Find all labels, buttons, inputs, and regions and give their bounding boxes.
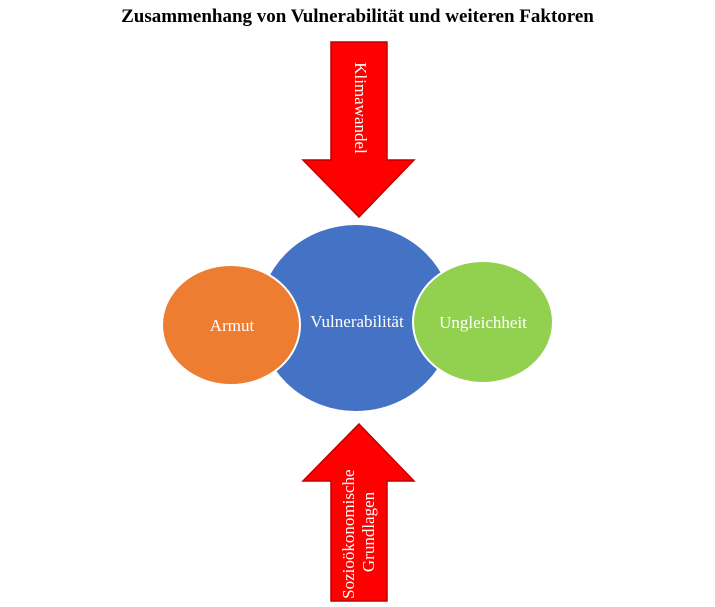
arrow-klimawandel: Klimawandel bbox=[301, 41, 416, 219]
arrow-bottom-label-line2: Grundlagen bbox=[359, 491, 378, 572]
circle-left-label: Armut bbox=[210, 316, 255, 335]
arrow-bottom-label-line1: Sozioökonomische bbox=[339, 469, 358, 598]
arrow-top-shape bbox=[301, 41, 416, 219]
circle-right-label: Ungleichheit bbox=[439, 313, 527, 332]
circle-right-shape bbox=[412, 260, 554, 384]
arrow-bottom-label: Sozioökonomische Grundlagen bbox=[339, 465, 378, 599]
circle-armut: Armut bbox=[161, 264, 301, 386]
circle-center-label: Vulnerabilität bbox=[310, 312, 404, 331]
circle-ungleichheit: Ungleichheit bbox=[412, 260, 554, 384]
arrow-bottom-shape bbox=[301, 422, 416, 602]
arrow-soziooekonomische-grundlagen: Sozioökonomische Grundlagen bbox=[301, 422, 416, 602]
circle-left-shape bbox=[161, 264, 301, 386]
arrow-top-label: Klimawandel bbox=[351, 62, 370, 154]
diagram-title: Zusammenhang von Vulnerabilität und weit… bbox=[121, 6, 594, 27]
